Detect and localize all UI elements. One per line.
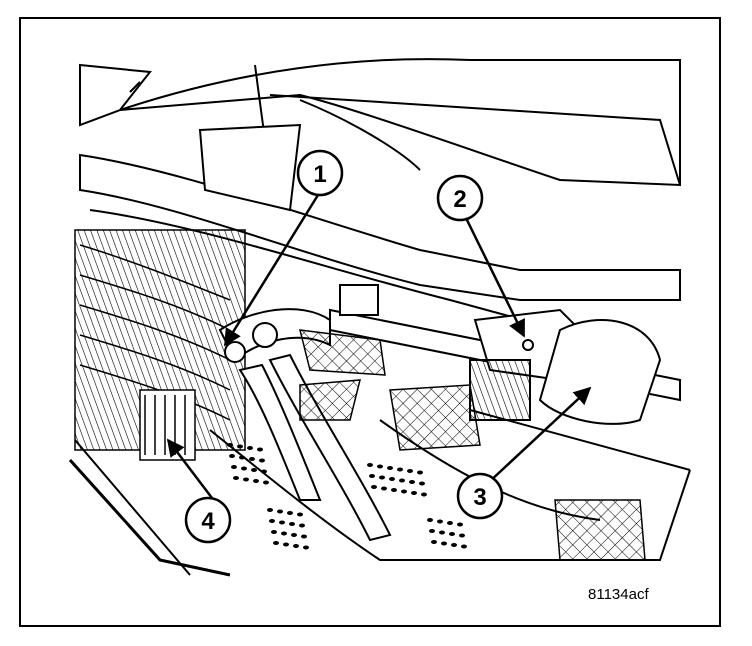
callout-1: 1 <box>296 149 344 197</box>
leader-lines <box>166 194 592 499</box>
callout-1-label: 1 <box>313 161 326 188</box>
callout-4: 4 <box>184 496 232 544</box>
wiring-harness <box>74 229 246 461</box>
leader-line-2 <box>464 217 526 338</box>
cowl-panel <box>79 123 681 331</box>
leader-line-1 <box>223 194 320 347</box>
fender-edge <box>68 458 231 577</box>
hood-panel <box>79 58 681 187</box>
mount-bracket <box>469 308 662 425</box>
leader-line-4 <box>166 438 213 499</box>
callout-2: 2 <box>436 174 484 222</box>
leader-line-3 <box>487 386 592 484</box>
fastener-rows <box>227 443 467 550</box>
callout-2-label: 2 <box>453 186 466 213</box>
callout-3: 3 <box>456 472 504 520</box>
callout-3-label: 3 <box>473 484 486 511</box>
callout-4-label: 4 <box>201 508 215 535</box>
hatched-panels <box>299 329 646 561</box>
figure-id: 81134acf <box>588 586 649 603</box>
